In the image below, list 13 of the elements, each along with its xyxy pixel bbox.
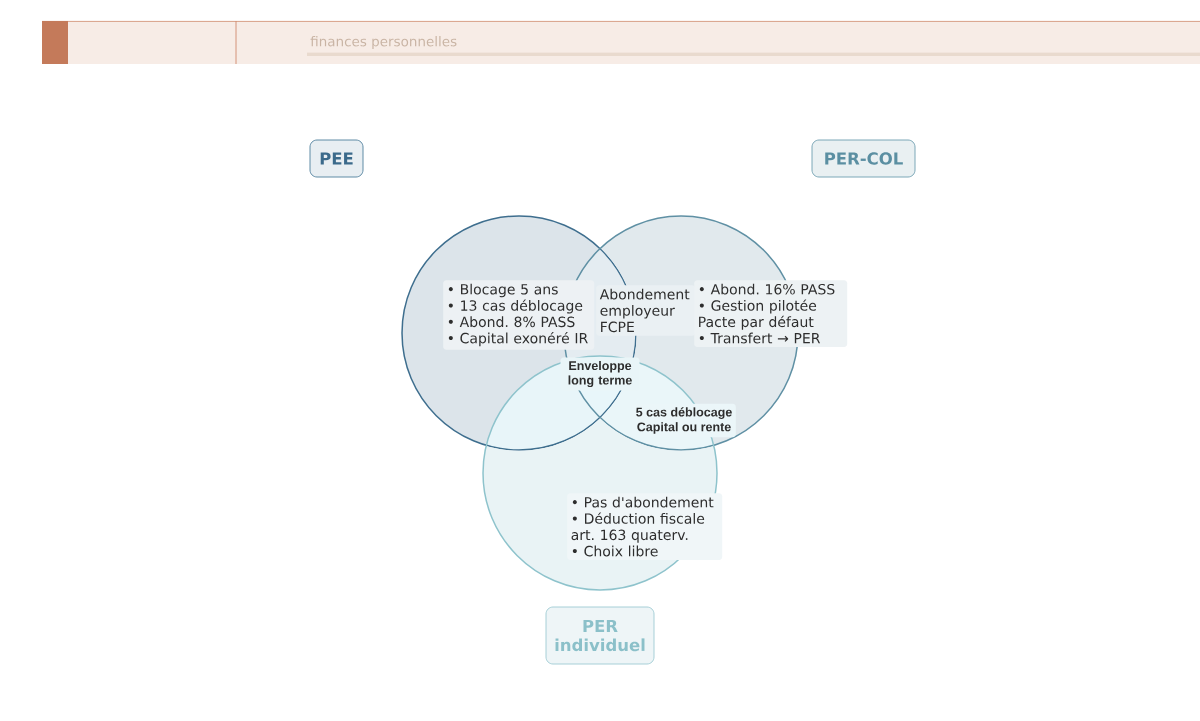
title-tag: PER-COL [811, 139, 916, 178]
node-label: FCPE [601, 321, 634, 333]
bullet-list-panel: • Abond. 16% PASS • Gestion pilotée Pacte par défaut • Transfert → PER [694, 280, 848, 347]
title-tag: PER individuel [545, 606, 655, 665]
node-label: • Gestion pilotée Pacte par défaut [699, 299, 817, 330]
bullet-list-panel: • Blocage 5 ans • 13 cas déblocage • Abond. 8% PASS • Capital exonéré IR [443, 280, 595, 350]
node-label: • Abond. 16% PASS [699, 283, 835, 295]
bullet-list-panel: • Pas d'abondement • Déduction fiscale art. 163 quaterv. • Choix libre [567, 493, 723, 560]
header-subtitle: finances personnelles [310, 35, 457, 50]
node-label: • Transfert → PER [699, 332, 821, 344]
node-label: Abondement employeur [599, 288, 690, 319]
overlap-label: Enveloppe long terme [560, 357, 640, 391]
title-tag: PEE [309, 139, 364, 178]
